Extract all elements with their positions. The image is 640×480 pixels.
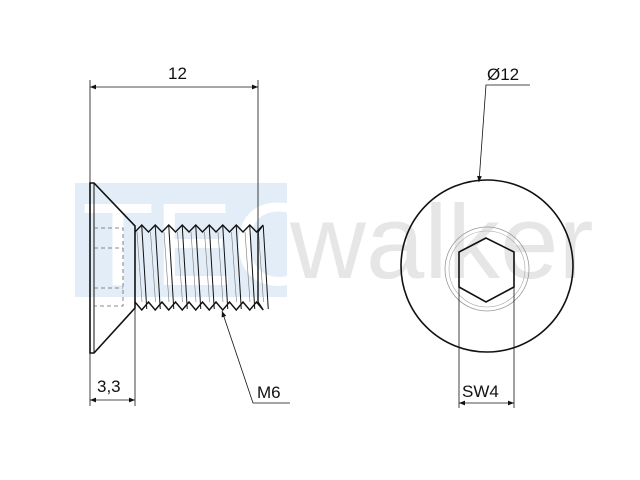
length-label: 12 [168,64,187,83]
thread-label: M6 [257,383,281,402]
thread-root-line [258,231,264,303]
thread-root-line [217,231,224,303]
thread-root-line [190,231,197,303]
thread-crest-line [168,225,175,310]
thread-crest-line [222,225,229,310]
thread-root-line [150,231,156,303]
thread-crest-line [249,225,256,310]
thread-crest-line [154,225,161,310]
thread-crest-line [195,225,202,310]
diameter-leader [477,84,530,183]
head-height-label: 3,3 [97,377,121,396]
diameter-label: Ø12 [487,65,519,84]
thread-crest-line [208,225,215,310]
thread [134,223,269,312]
thread-root-line [231,231,237,303]
screw-side-view [89,80,290,406]
thread-root-line [163,231,170,303]
thread-root-line [244,231,251,303]
watermark-walker: walker [289,184,593,301]
thread-profile [134,223,264,234]
screw-top-view [400,84,574,408]
drive-size-label: SW4 [462,382,499,401]
thread-profile [134,300,264,312]
thread-crest-line [262,225,269,310]
thread-crest-line [235,225,242,310]
thread-root-line [204,231,210,303]
thread-leader [221,310,290,404]
hex-socket [458,237,515,303]
thread-root-line [177,231,183,303]
thread-root-line [136,231,143,303]
head-outline [400,179,574,353]
thread-crest-line [181,225,188,310]
watermark: TEC walker [75,179,593,311]
thread-crest-line [141,225,148,310]
hex-socket-hidden-lines [94,227,124,307]
